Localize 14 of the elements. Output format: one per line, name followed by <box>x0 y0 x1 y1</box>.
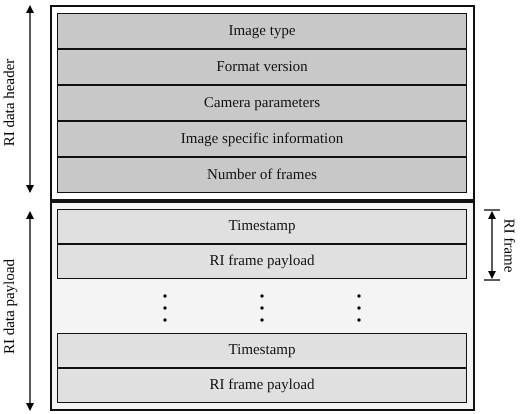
payload-box <box>50 201 475 411</box>
field-row: Format version <box>57 49 467 85</box>
field-row: RI frame payload <box>57 244 467 279</box>
dimension-label: RI frame <box>499 218 516 272</box>
field-row: Camera parameters <box>57 85 467 121</box>
field-row: Timestamp <box>57 333 467 368</box>
dimension-label: RI data payload <box>1 258 18 354</box>
dimension-label: RI data header <box>2 58 19 146</box>
field-row: Timestamp <box>57 209 467 244</box>
field-row: Number of frames <box>57 157 467 193</box>
field-row: Image type <box>57 13 467 49</box>
field-row: Image specific information <box>57 121 467 157</box>
header-box <box>50 5 475 201</box>
field-row: RI frame payload <box>57 368 467 403</box>
